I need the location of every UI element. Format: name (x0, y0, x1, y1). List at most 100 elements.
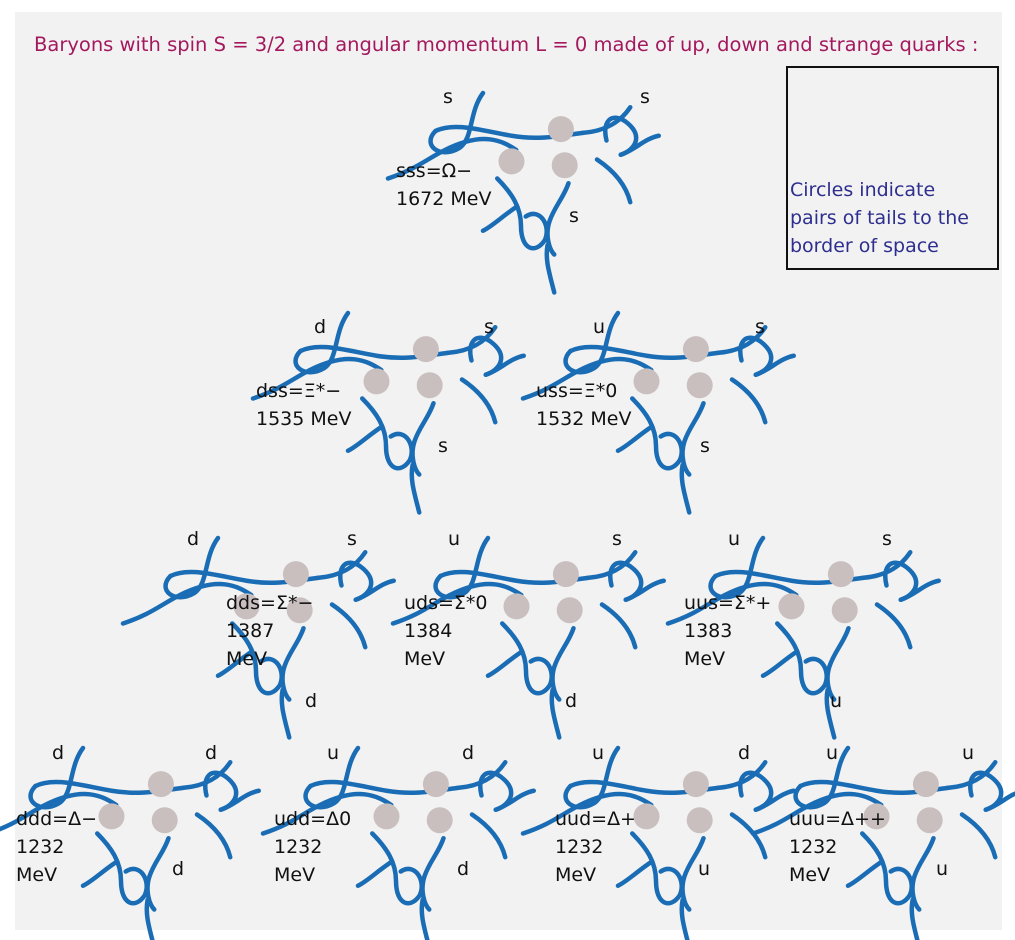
quark-label: s (569, 205, 579, 227)
legend-box (786, 66, 999, 270)
baryon-mass: 1532 MeV (536, 408, 632, 430)
tail-pair-circle (412, 336, 439, 363)
tangle-delta_zero (260, 745, 537, 940)
tail-pair-circle (147, 771, 174, 798)
tangle-strand (615, 859, 654, 889)
tangle-strand (618, 133, 662, 157)
tangle-strand (145, 836, 171, 912)
tangle-strand (544, 242, 557, 295)
tangle-strand (679, 897, 690, 940)
tail-pair-circle (151, 807, 178, 834)
quark-label: u (448, 528, 461, 550)
tangle-strand (353, 578, 397, 602)
tangle-strand (280, 626, 306, 702)
baryon-mass: 1672 MeV (396, 188, 492, 210)
quark-label: d (565, 690, 578, 712)
tangle-strand (550, 626, 576, 702)
tail-pair-circle (831, 597, 858, 624)
tangle-strand (563, 310, 621, 375)
baryon-mass: 1387 (226, 620, 275, 642)
tangle-strand (420, 836, 446, 912)
tangle-delta_plus (520, 745, 797, 940)
tangle-strand (629, 831, 684, 906)
tangle-strand (345, 424, 384, 454)
baryon-formula: dss=Ξ*− (256, 380, 342, 402)
quark-label: s (347, 528, 357, 550)
tail-pair-circle (552, 561, 579, 588)
tangle-strand (94, 831, 149, 906)
legend-text: Circles indicate pairs of tails to the b… (790, 176, 990, 260)
tangle-xi_star_zero (520, 310, 797, 515)
baryon-mass: 1384 (404, 620, 453, 642)
tangle-strand (599, 602, 638, 650)
baryon-mass: 1232 (16, 836, 65, 858)
tangle-strand (293, 310, 351, 375)
tail-pair-circle (416, 372, 443, 399)
tangle-strand (409, 462, 422, 515)
tail-pair-circle (682, 771, 709, 798)
tangle-strand (180, 759, 233, 791)
tail-pair-circle (686, 807, 713, 834)
tangle-strand (359, 396, 414, 471)
tail-pair-circle (426, 807, 453, 834)
tangle-strand (410, 401, 436, 477)
tangle-strand (445, 324, 498, 356)
tangle-strand (355, 859, 394, 889)
legend-line: Circles indicate (790, 179, 936, 201)
quark-label: d (305, 690, 318, 712)
quark-label: u (962, 742, 975, 764)
legend-line: border of space (790, 235, 939, 257)
quark-label: u (830, 690, 843, 712)
tangle-strand (499, 621, 554, 696)
tangle-strand (459, 377, 498, 425)
quark-label: d (738, 742, 751, 764)
tangle-delta_minus (0, 745, 262, 940)
tangle-strand (760, 649, 799, 679)
baryon-mass-unit: MeV (684, 648, 726, 670)
tail-pair-circle (422, 771, 449, 798)
tangle-strand (679, 462, 692, 515)
tangle-strand (959, 812, 998, 860)
tangle-strand (455, 759, 508, 791)
tangle-omega_minus (385, 90, 662, 295)
quark-label: d (172, 858, 185, 880)
tangle-strand (315, 549, 368, 581)
quark-label: s (484, 316, 494, 338)
quark-label: s (443, 86, 453, 108)
quark-label: u (936, 858, 949, 880)
tangle-strand (623, 578, 667, 602)
diagram-title: Baryons with spin S = 3/2 and angular mo… (34, 33, 979, 56)
quark-label: u (327, 742, 340, 764)
tangle-strand (615, 424, 654, 454)
tangle-strand (485, 649, 524, 679)
tangle-strand (480, 204, 519, 234)
tail-pair-circle (827, 561, 854, 588)
quark-label: s (700, 435, 710, 457)
tail-pair-circle (682, 336, 709, 363)
tail-pair-circle (233, 593, 260, 620)
baryon-formula: uds=Σ*0 (404, 592, 488, 614)
tail-pair-circle (551, 152, 578, 179)
tangle-strand (28, 745, 86, 810)
baryon-formula: uus=Σ*+ (684, 592, 772, 614)
quark-label: u (592, 742, 605, 764)
baryon-mass-unit: MeV (555, 864, 597, 886)
baryon-mass: 1383 (684, 620, 733, 642)
baryon-formula: uuu=Δ++ (789, 808, 886, 830)
baryon-formula: sss=Ω− (396, 160, 473, 182)
tangle-strand (680, 836, 706, 912)
tangle-strand (428, 90, 486, 155)
tangle-strand (983, 791, 1015, 812)
tangle-xi_star_minus (250, 310, 527, 515)
legend-line: pairs of tails to the (790, 207, 969, 229)
tangle-strand (303, 745, 361, 810)
tail-pair-circle (863, 803, 890, 830)
tail-pair-circle (282, 561, 309, 588)
tail-pair-circle (503, 593, 530, 620)
baryon-formula: uss=Ξ*0 (536, 380, 618, 402)
tangle-strand (729, 812, 768, 860)
tangle-strand (329, 602, 368, 650)
tangle-strand (680, 401, 706, 477)
tangle-strand (874, 602, 913, 650)
